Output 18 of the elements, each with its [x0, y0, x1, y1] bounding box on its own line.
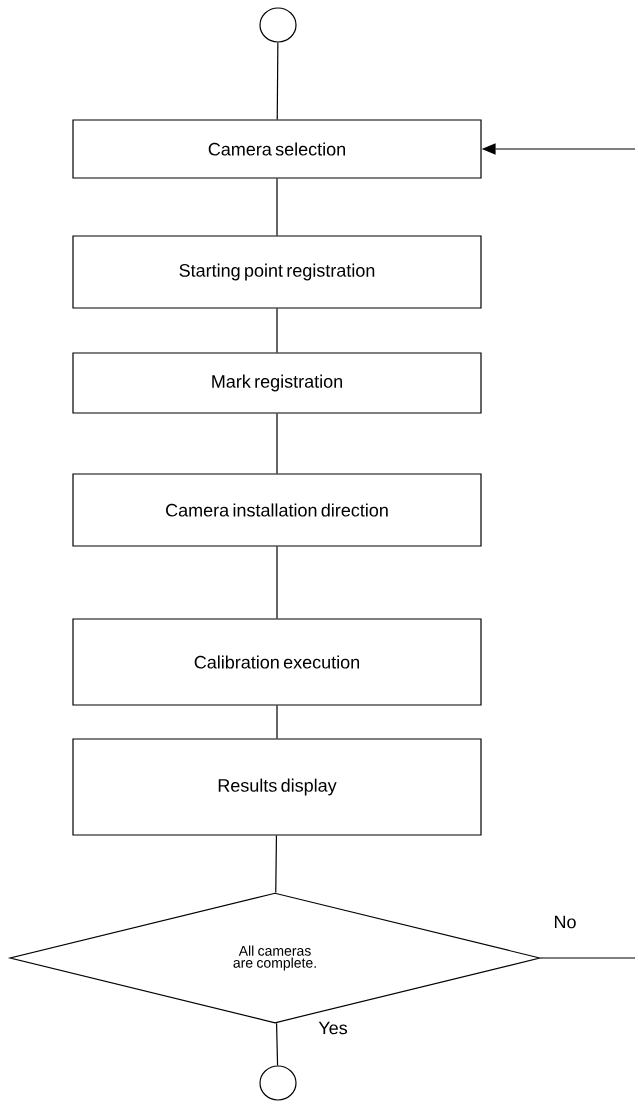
process-box: Starting point registration: [72, 235, 482, 309]
process-box: Results display: [72, 738, 482, 836]
connector: [275, 835, 278, 894]
terminal-circle: [259, 7, 297, 43]
terminal-circle: [259, 1065, 297, 1101]
process-box: Camera selection: [72, 119, 482, 179]
connector: [276, 546, 278, 619]
connector: [276, 705, 278, 739]
connector: [276, 42, 279, 120]
process-box: Camera installation direction: [72, 473, 482, 547]
connector: [276, 308, 278, 353]
connector: [275, 1022, 279, 1066]
connector: [540, 957, 636, 959]
connector: [276, 413, 278, 474]
process-box: Calibration execution: [72, 618, 482, 706]
process-box: Mark registration: [72, 352, 482, 414]
edge-label: No: [552, 914, 578, 930]
connector: [276, 178, 278, 236]
